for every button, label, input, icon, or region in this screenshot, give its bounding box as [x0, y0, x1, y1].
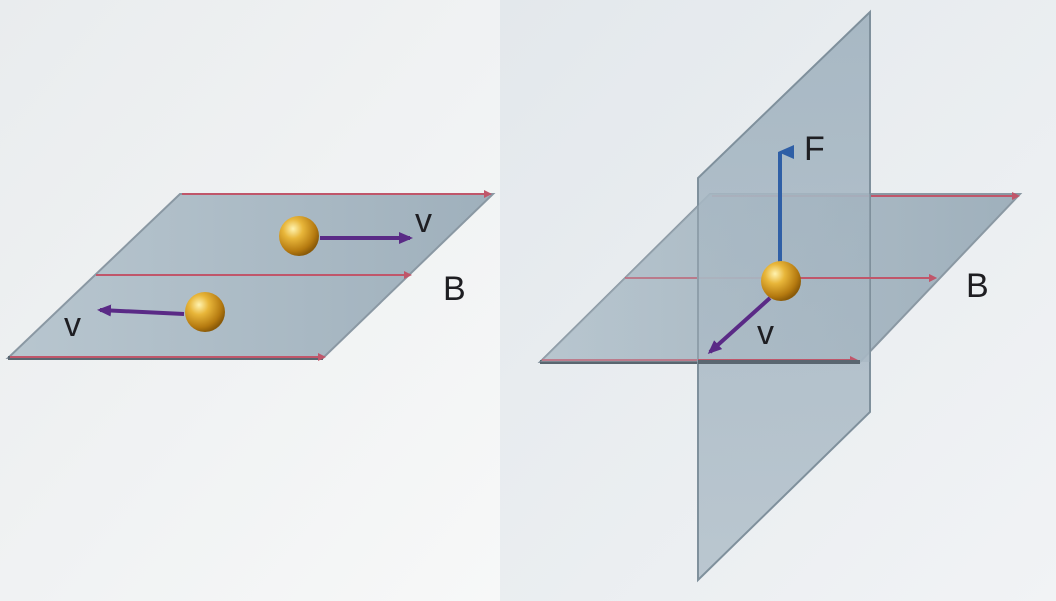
horizontal-plane-overlay	[540, 194, 870, 362]
force-label: F	[804, 130, 825, 168]
velocity-label-top: v	[415, 202, 432, 240]
particle-top	[279, 216, 319, 256]
right-panel: F v B	[537, 9, 1023, 583]
field-label-right: B	[966, 267, 989, 305]
velocity-label-right: v	[757, 314, 774, 352]
velocity-arrow-bottom	[97, 304, 185, 317]
particle-right	[761, 261, 801, 301]
velocity-label-bottom: v	[64, 306, 81, 344]
field-label-left: B	[443, 270, 466, 308]
velocity-arrow-right	[707, 296, 772, 355]
left-panel: v v B	[5, 190, 496, 361]
particle-bottom	[185, 292, 225, 332]
